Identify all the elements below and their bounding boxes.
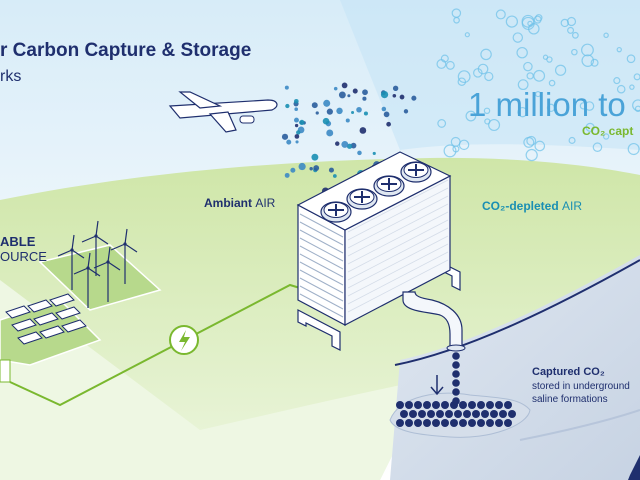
wind-turbine-icon (57, 234, 85, 290)
green-landscape (0, 157, 640, 480)
down-arrow-icon (430, 375, 444, 396)
solar-panel-icon (17, 331, 43, 345)
renewable-label-line2: OURCE (0, 249, 47, 264)
solar-panel-icon (61, 319, 87, 333)
solar-panel-icon (33, 312, 59, 326)
page-title: r Carbon Capture & Storage (0, 40, 252, 61)
logo-mark (628, 455, 640, 480)
airplane-icon (168, 91, 278, 133)
fan-icon (320, 201, 352, 223)
depleted-air-label-light: AIR (562, 199, 583, 213)
solar-panel-icon (55, 306, 81, 320)
direct-air-capture-unit (296, 151, 461, 351)
solar-panel-icon (39, 325, 65, 339)
renewable-label-line1: ABLE (0, 234, 36, 249)
solar-panel-icon (49, 293, 75, 307)
storage-description-line1: stored in underground (532, 381, 630, 392)
wind-turbine-icon (110, 228, 138, 284)
wind-turbines (57, 220, 138, 308)
wind-turbine-icon (73, 252, 101, 308)
storage-description-line2: saline formations (532, 394, 608, 405)
wind-farm-ground (38, 244, 162, 311)
depleted-air-label-bold: CO₂-depleted (482, 199, 559, 213)
wind-turbine-icon (93, 246, 121, 302)
stored-co2-molecules (396, 401, 516, 427)
ambient-air-label: Ambiant AIR (204, 196, 275, 210)
capture-volume-caption: CO₂ capt (582, 124, 634, 138)
solar-panels (5, 293, 87, 345)
fan-icon (400, 161, 432, 183)
captured-co2-label: Captured CO₂ (532, 366, 605, 378)
solar-panel-icon (27, 299, 53, 313)
capture-volume-headline: 1 million to (468, 86, 626, 123)
co2-molecule-cloud (436, 8, 640, 162)
depleted-air-label: CO₂-depleted AIR (482, 199, 582, 213)
page-subtitle: rks (0, 68, 22, 85)
solar-panel-icon (5, 305, 31, 319)
ambient-air-label-bold: Ambiant (204, 196, 252, 210)
ambient-air-label-light: AIR (255, 196, 276, 210)
fan-icon (346, 188, 378, 210)
wind-turbine-icon (81, 220, 109, 276)
fan-icon (373, 175, 405, 197)
captured-co2-stream (452, 352, 460, 405)
solar-panel-icon (11, 318, 37, 332)
